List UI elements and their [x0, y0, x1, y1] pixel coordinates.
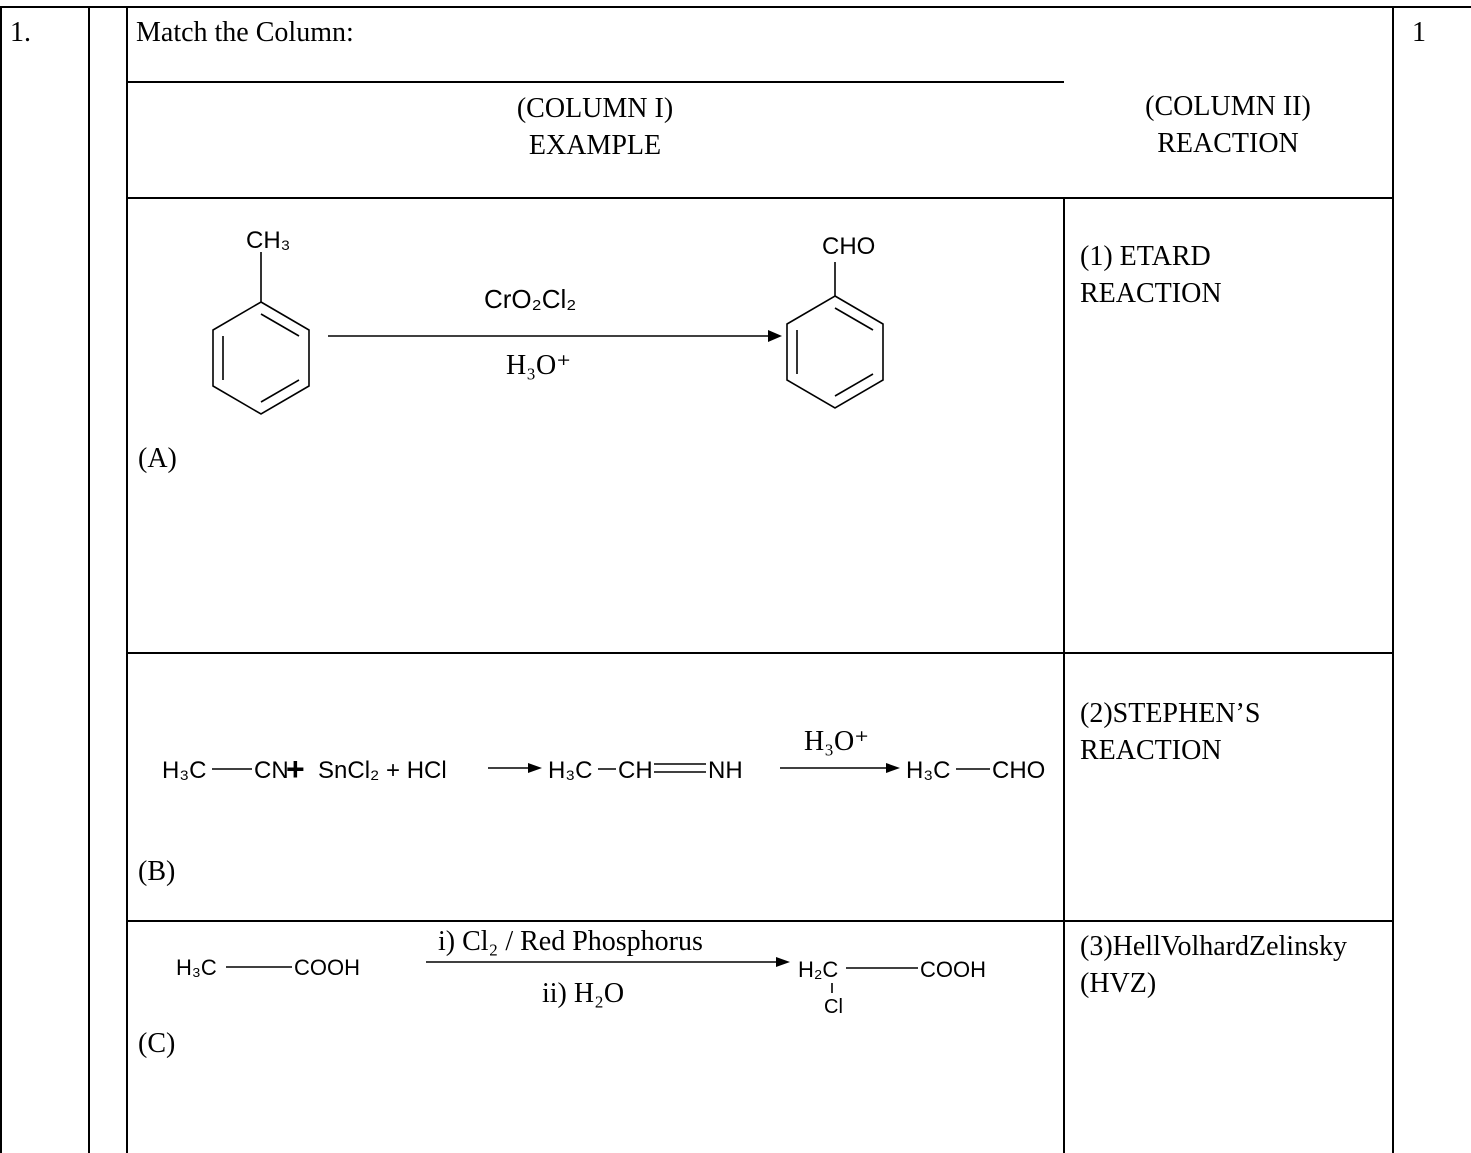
eq-b-mid1: H₃C [548, 757, 592, 784]
eq-c-p2: COOH [920, 957, 986, 982]
row-b-reaction-line2: REACTION [1080, 735, 1222, 766]
column-ii-header-line2: REACTION [1157, 128, 1299, 159]
row-b-reaction-line1: (2)STEPHEN’S [1080, 698, 1261, 729]
row-c-reaction: (3)HellVolhardZelinsky (HVZ) [1080, 928, 1347, 1002]
reagent-top: CrO₂Cl₂ [484, 284, 576, 314]
eq-b-r2: SnCl₂ + HCl [318, 757, 447, 784]
column-ii-header-line1: (COLUMN II) [1145, 91, 1311, 122]
eq-b-p2: CHO [992, 757, 1045, 784]
row-a-reaction-line2: REACTION [1080, 278, 1222, 309]
etard-arrowhead [768, 330, 782, 342]
benzene-ring-product [786, 262, 884, 409]
row-a-bottom-line [126, 652, 1393, 654]
row-a-label: (A) [138, 443, 177, 474]
eq-c-p1: H₂C [798, 957, 838, 982]
eq-c-reagent-bottom: ii) H₂O [542, 978, 624, 1009]
question-instruction: Match the Column: [136, 17, 354, 48]
row-c-reaction-line1: (3)HellVolhardZelinsky [1080, 931, 1347, 962]
instruction-underline [126, 81, 1064, 83]
eq-c-p-sub: Cl [824, 996, 843, 1018]
column-ii-header: (COLUMN II) REACTION [1064, 88, 1392, 162]
etard-equation: CH₃ CrO₂Cl₂ H₃O⁺ CHO [212, 227, 884, 415]
reagent-bottom: H₃O⁺ [506, 350, 571, 381]
question-number: 1. [10, 17, 31, 48]
row-a-reaction: (1) ETARD REACTION [1080, 238, 1222, 312]
eq-c-r1: H₃C [176, 955, 217, 980]
top-border [0, 6, 1471, 8]
row-b-bottom-line [126, 920, 1393, 922]
eq-b-arrowhead1 [528, 763, 542, 773]
eq-b-r1: H₃C [162, 757, 206, 784]
header-bottom-line [126, 197, 1393, 199]
question-marks: 1 [1412, 17, 1426, 48]
eq-b-mid2: CH [618, 757, 653, 784]
column-i-header: (COLUMN I) EXAMPLE [126, 90, 1064, 164]
eq-c-reagent-top: i) Cl₂ / Red Phosphorus [438, 926, 703, 957]
col-divider-3 [1063, 198, 1065, 1153]
eq-b-reagent: H₃O⁺ [804, 726, 869, 757]
stephen-equation: H₃C CN + SnCl₂ + HCl H₃C CH NH H₃O⁺ H₃C … [162, 726, 1045, 787]
eq-b-r1b: CN [254, 757, 289, 784]
col-divider-2 [126, 6, 128, 1153]
row-b-label: (B) [138, 856, 176, 887]
eq-b-p1: H₃C [906, 757, 950, 784]
eq-b-arrowhead2 [886, 763, 900, 773]
eq-b-mid3: NH [708, 757, 743, 784]
benzene-ring-reactant [212, 252, 310, 415]
left-border [0, 6, 2, 1153]
eq-c-arrowhead [776, 957, 790, 967]
column-i-header-line2: EXAMPLE [528, 130, 662, 161]
hvz-equation: H₃C COOH i) Cl₂ / Red Phosphorus ii) H₂O… [176, 926, 986, 1018]
row-c-label: (C) [138, 1028, 176, 1059]
col-divider-4 [1392, 6, 1394, 1153]
eq-b-plus: + [286, 751, 305, 787]
column-i-header-line1: (COLUMN I) [516, 93, 674, 124]
eq-c-r2: COOH [294, 955, 360, 980]
reactant-group: CH₃ [246, 227, 290, 254]
product-group: CHO [822, 233, 875, 260]
row-a-reaction-line1: (1) ETARD [1080, 241, 1211, 272]
row-c-reaction-line2: (HVZ) [1080, 968, 1157, 999]
col-divider-1 [88, 6, 90, 1153]
row-b-reaction: (2)STEPHEN’S REACTION [1080, 695, 1260, 769]
